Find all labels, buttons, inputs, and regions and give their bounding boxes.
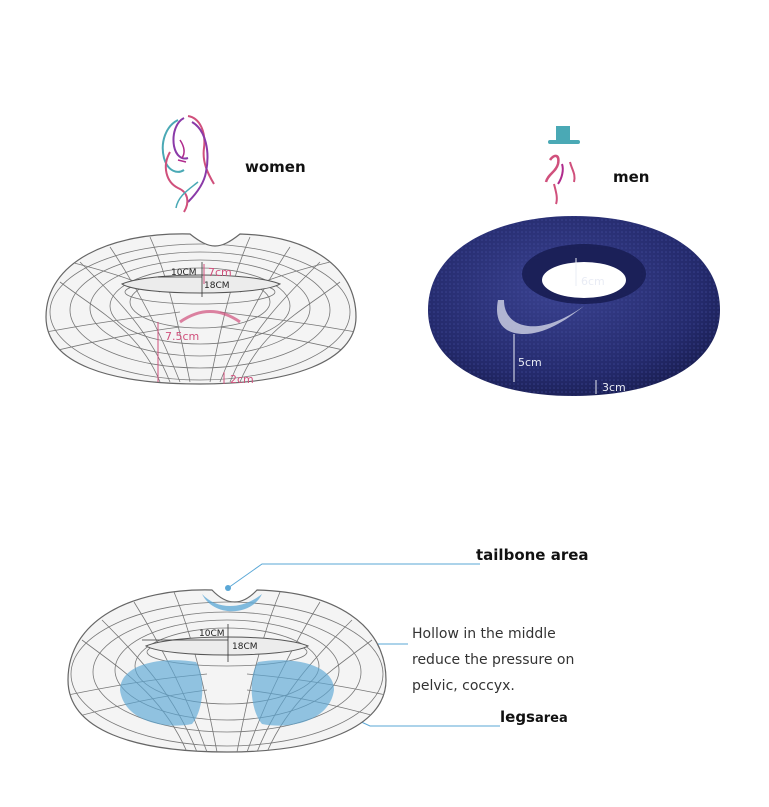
description-line: pelvic, coccyx. — [412, 678, 515, 694]
inner-width-label: 10CM — [171, 268, 197, 278]
description-line: reduce the pressure on — [412, 652, 575, 668]
description-line: Hollow in the middle — [412, 626, 556, 642]
men-label: men — [613, 168, 650, 186]
women-label: women — [245, 158, 306, 176]
men-section: men 6cm 5cm 3cm — [400, 100, 769, 420]
bottom-outer-width-label: 18CM — [232, 642, 258, 652]
annotated-section: tailbone area — [0, 520, 769, 807]
side-height-label: 7.5cm — [165, 330, 200, 343]
swoosh-logo-icon — [497, 300, 584, 334]
legs-area-label: legsarea — [500, 708, 568, 727]
tailbone-area-label: tailbone area — [476, 546, 589, 564]
top-height-label: 7cm — [208, 266, 232, 279]
men-cushion — [428, 216, 720, 396]
tailbone-highlight — [202, 594, 262, 612]
outer-width-label: 18CM — [204, 281, 230, 291]
hollow-description: Hollow in the middle reduce the pressure… — [412, 621, 652, 699]
woman-silhouette-icon — [161, 115, 215, 213]
legs-word: legs — [500, 708, 535, 726]
women-cushion-wireframe — [45, 233, 357, 385]
hole-depth-label: 6cm — [581, 275, 605, 288]
area-word: area — [534, 711, 568, 726]
men-side-height-label: 5cm — [518, 356, 542, 369]
man-hat-icon — [544, 126, 580, 205]
women-section: women — [0, 0, 380, 420]
annotated-cushion-wireframe — [67, 589, 387, 753]
bottom-inner-width-label: 10CM — [199, 629, 225, 639]
men-rim-height-label: 3cm — [602, 381, 626, 394]
right-leg-highlight — [251, 660, 334, 726]
left-leg-highlight — [120, 660, 203, 726]
rim-height-label: 2cm — [230, 373, 254, 386]
